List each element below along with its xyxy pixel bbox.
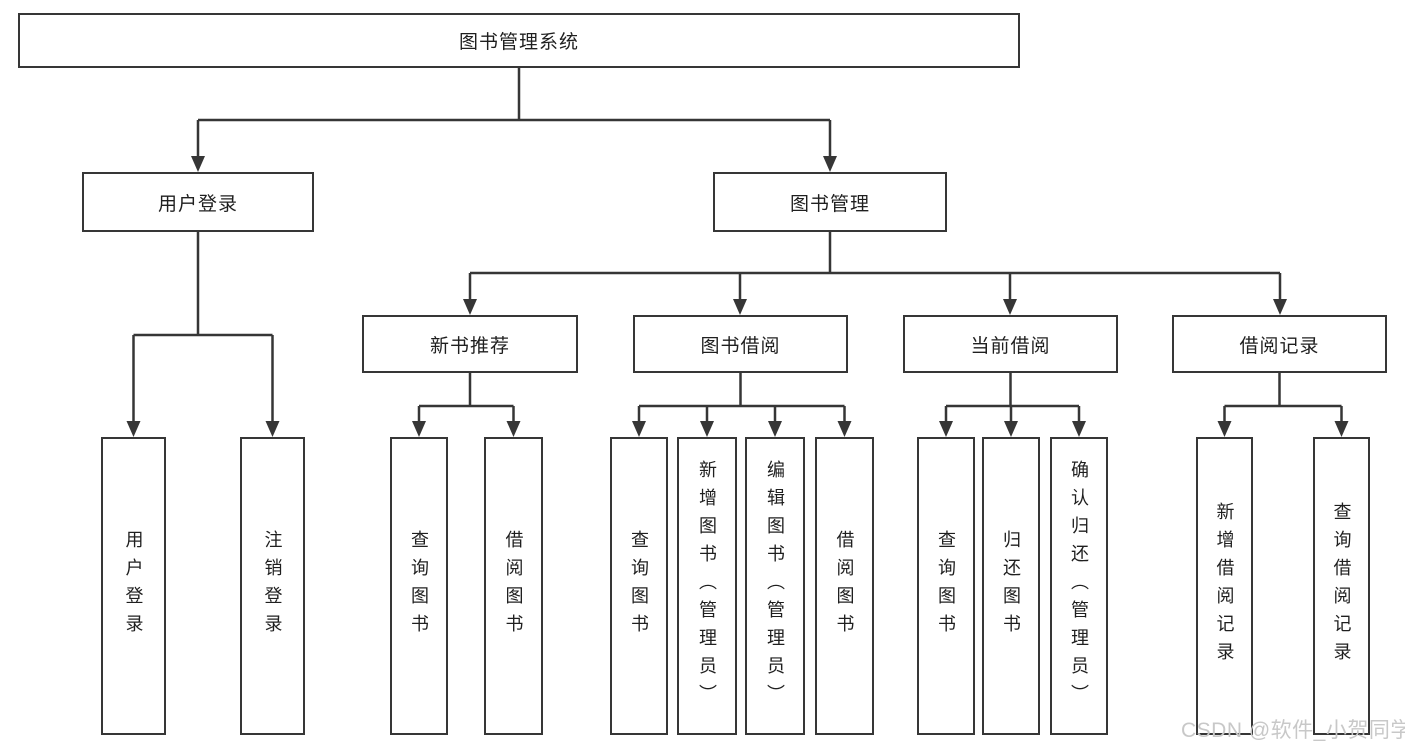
arrow-down-icon (700, 421, 714, 437)
leaf-add-borrow-record: 新增借阅记录 (1196, 437, 1253, 735)
arrow-down-icon (1004, 421, 1018, 437)
leaf-query-books-1: 查询图书 (390, 437, 448, 735)
connector-line (1223, 373, 1343, 423)
node-book-borrowing: 图书借阅 (633, 315, 848, 373)
arrow-down-icon (733, 299, 747, 315)
leaf-label: 新增图书（管理员） (697, 460, 717, 712)
leaf-label: 查询图书 (629, 530, 649, 642)
connector-line (637, 373, 846, 423)
arrow-down-icon (265, 421, 280, 437)
connector-line (417, 373, 515, 423)
arrow-down-icon (632, 421, 646, 437)
arrow-down-icon (823, 156, 837, 172)
leaf-confirm-return-admin: 确认归还（管理员） (1050, 437, 1108, 735)
arrow-down-icon (837, 421, 852, 437)
leaf-label: 查询借阅记录 (1331, 502, 1352, 670)
leaf-logout: 注销登录 (240, 437, 305, 735)
connector-line (132, 232, 274, 423)
arrow-down-icon (126, 421, 141, 437)
leaf-label: 用户登录 (123, 530, 144, 642)
leaf-user-login: 用户登录 (101, 437, 166, 735)
arrow-down-icon (768, 421, 782, 437)
arrow-down-icon (1334, 421, 1349, 437)
leaf-label: 确认归还（管理员） (1069, 460, 1089, 712)
connector-current-borrow-to-leaves (939, 373, 1086, 437)
leaf-return-books: 归还图书 (982, 437, 1040, 735)
leaf-label: 新增借阅记录 (1214, 502, 1235, 670)
leaf-label: 查询图书 (409, 530, 429, 642)
leaf-label: 借阅图书 (834, 530, 855, 642)
arrow-down-icon (1273, 299, 1287, 315)
leaf-borrow-books-1: 借阅图书 (484, 437, 543, 735)
connector-line (944, 373, 1081, 423)
node-current-borrowing: 当前借阅 (903, 315, 1118, 373)
arrow-down-icon (412, 421, 426, 437)
leaf-label: 编辑图书（管理员） (765, 460, 785, 712)
leaf-edit-books-admin: 编辑图书（管理员） (745, 437, 805, 735)
leaf-query-borrow-record: 查询借阅记录 (1313, 437, 1370, 735)
node-library-management-system: 图书管理系统 (18, 13, 1020, 68)
arrow-down-icon (939, 421, 953, 437)
node-user-login: 用户登录 (82, 172, 314, 232)
connector-line (196, 68, 832, 158)
leaf-label: 查询图书 (936, 530, 956, 642)
connector-book-management-to-level3 (463, 232, 1287, 315)
node-new-book-recommend: 新书推荐 (362, 315, 578, 373)
connector-new-book-to-leaves (412, 373, 521, 437)
leaf-query-books-2: 查询图书 (610, 437, 668, 735)
node-book-management: 图书管理 (713, 172, 947, 232)
csdn-watermark: CSDN @软件_小贺同学 (1181, 719, 1405, 742)
leaf-query-books-3: 查询图书 (917, 437, 975, 735)
arrow-down-icon (506, 421, 521, 437)
leaf-label: 借阅图书 (503, 530, 524, 642)
connector-borrow-record-to-leaves (1217, 373, 1349, 437)
leaf-borrow-books-2: 借阅图书 (815, 437, 874, 735)
node-borrowing-records: 借阅记录 (1172, 315, 1387, 373)
arrow-down-icon (463, 299, 477, 315)
leaf-label: 注销登录 (262, 530, 283, 642)
arrow-down-icon (1003, 299, 1017, 315)
leaf-label: 归还图书 (1001, 530, 1021, 642)
connector-root-to-level2 (191, 68, 837, 172)
leaf-add-books-admin: 新增图书（管理员） (677, 437, 737, 735)
connector-user-login-to-leaves (126, 232, 280, 437)
arrow-down-icon (1217, 421, 1232, 437)
connector-line (468, 232, 1282, 301)
connector-book-borrow-to-leaves (632, 373, 852, 437)
arrow-down-icon (191, 156, 205, 172)
arrow-down-icon (1072, 421, 1086, 437)
